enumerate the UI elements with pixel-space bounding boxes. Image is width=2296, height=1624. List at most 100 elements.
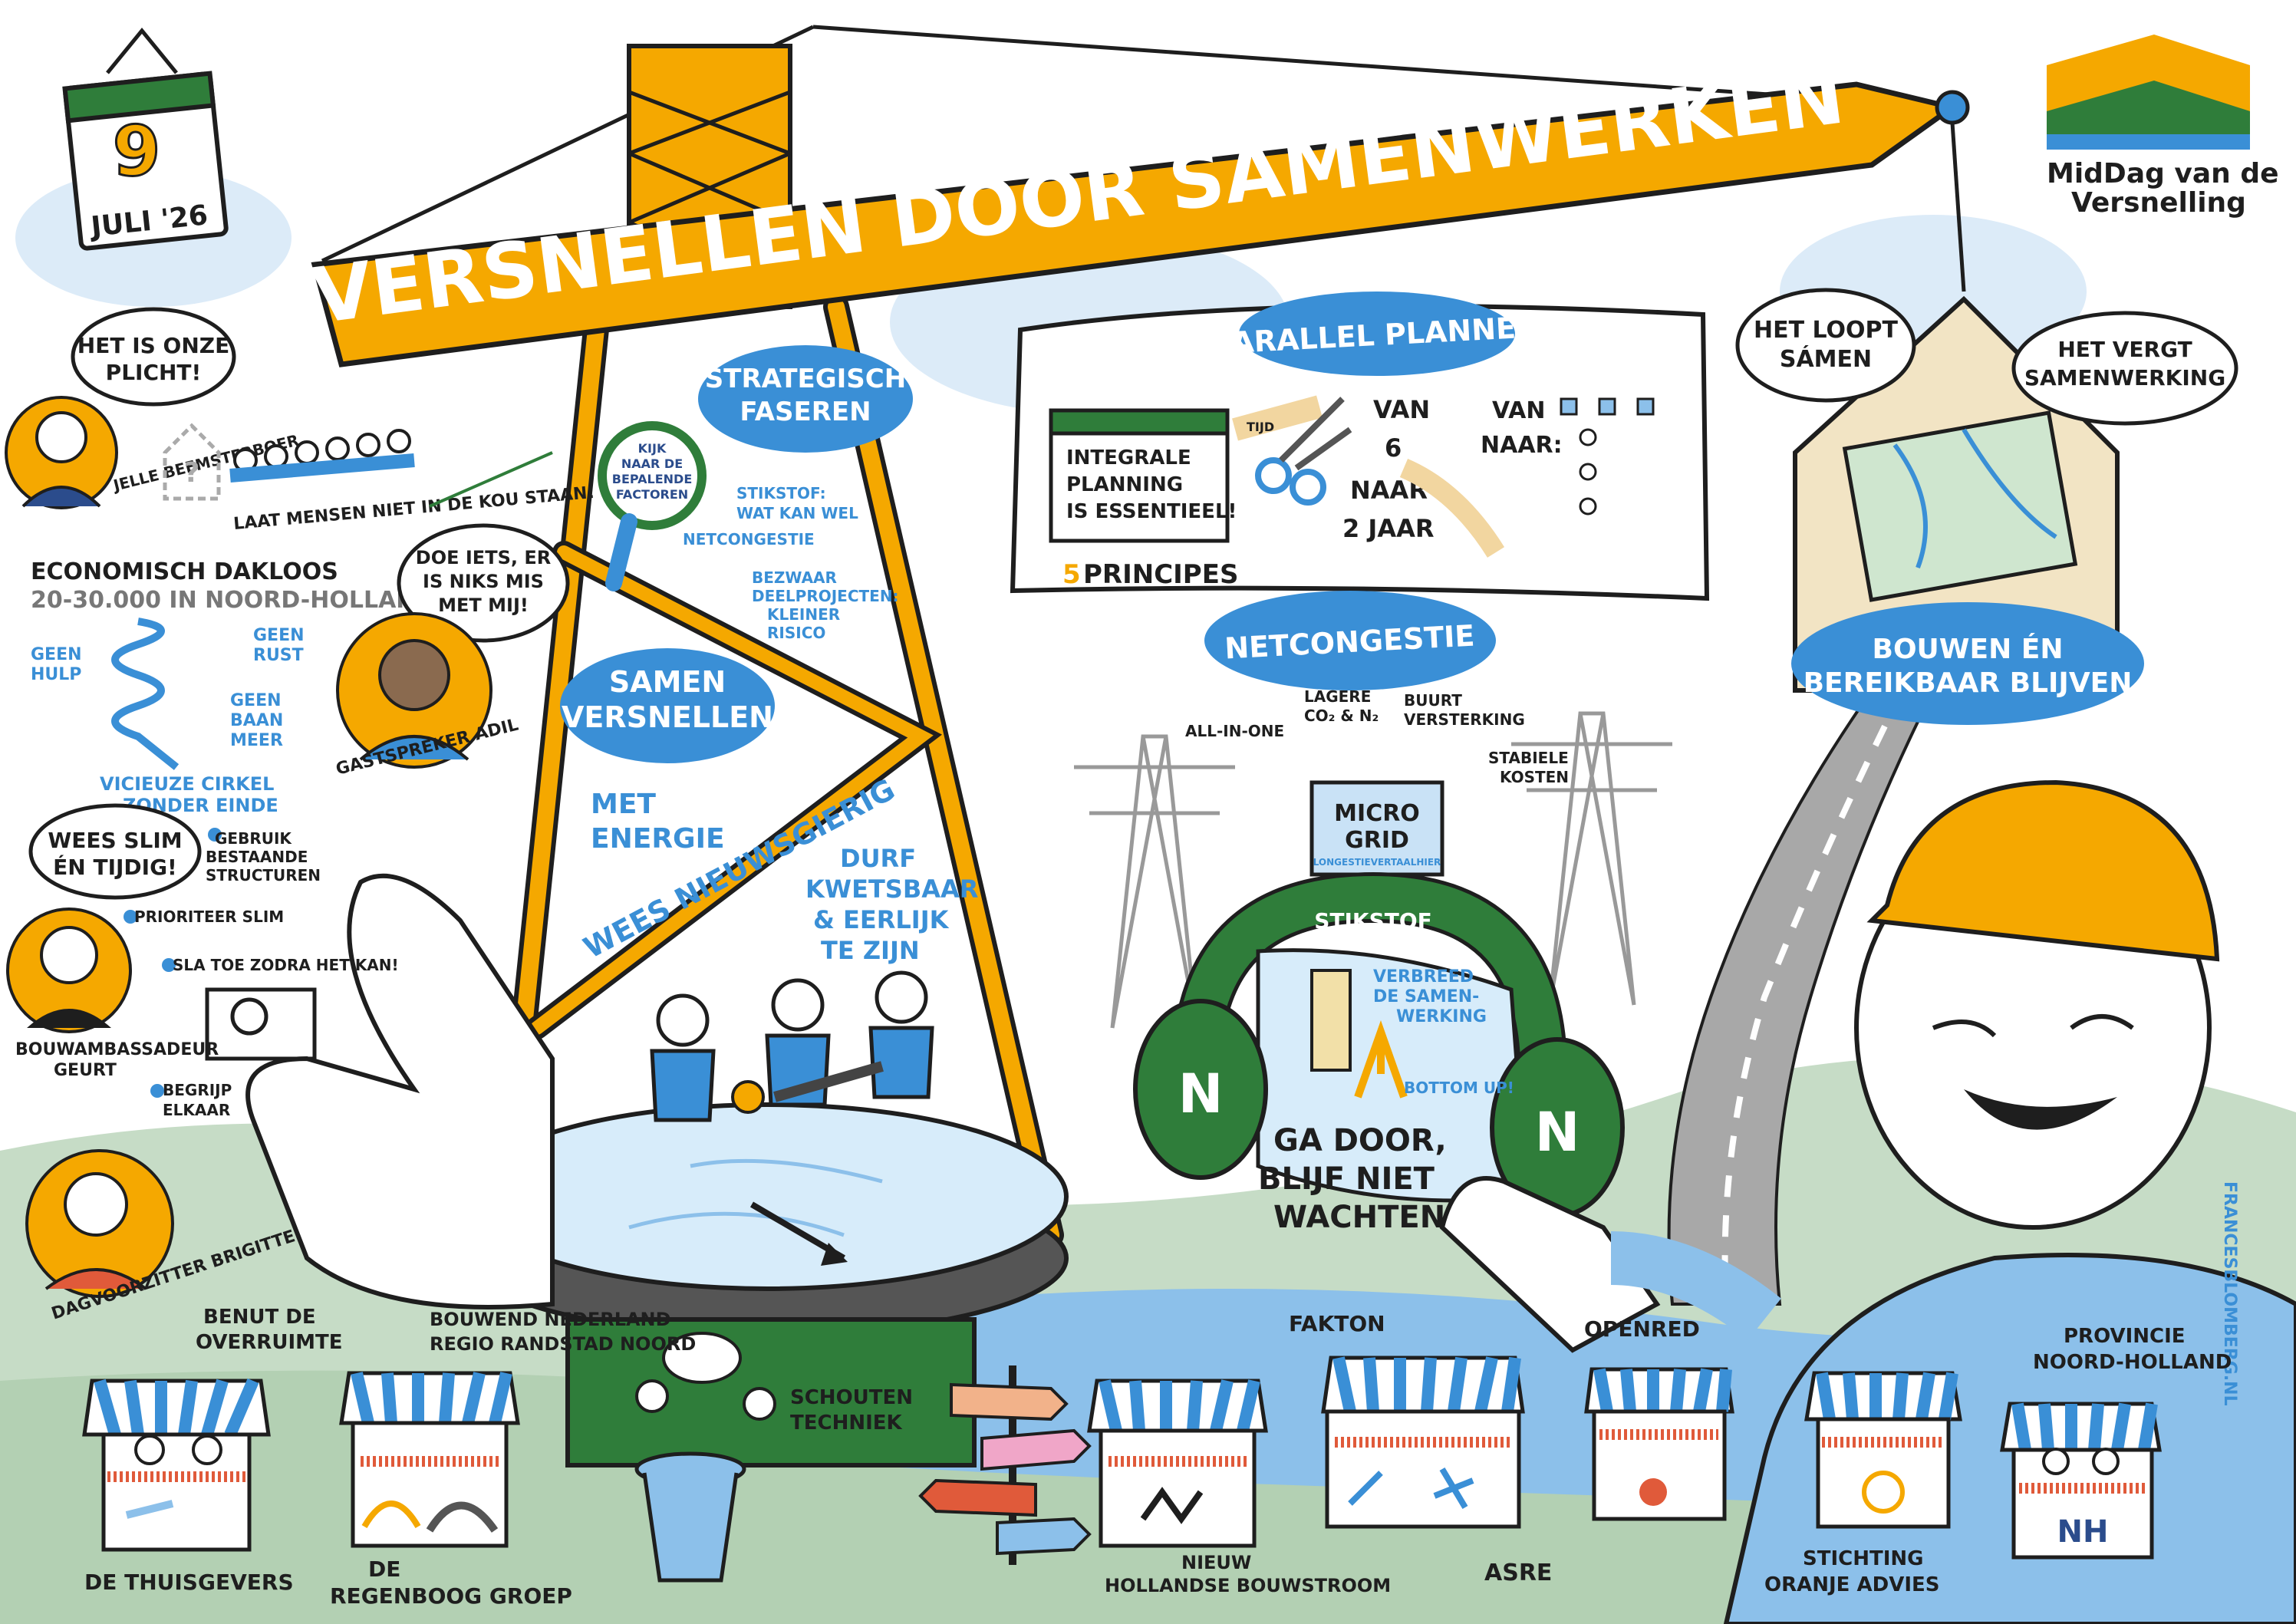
tijd-label: TIJD [1247, 420, 1274, 434]
market-stalls: NH [82, 1332, 2162, 1583]
spiral-icon [111, 618, 180, 770]
geurt-name-l1: BOUWAMBASSADEUR [15, 1040, 219, 1059]
oranje-l2: ORANJE ADVIES [1764, 1573, 1939, 1596]
date-calendar: 9 JULI '26 [62, 28, 229, 251]
speech-bubble [662, 1332, 742, 1384]
homeless-title: ECONOMISCH DAKLOOS [31, 558, 338, 585]
integrale-l3: IS ESSENTIEEL! [1066, 500, 1237, 523]
bezwaar-l2: DEELPROJECTEN: [752, 587, 899, 605]
integrale-l1: INTEGRALE [1066, 446, 1191, 469]
tip1-l1: GEBRUIK [215, 829, 292, 848]
question-icon: ? [184, 457, 200, 489]
logo: MidDag van de Versnelling [2047, 35, 2279, 219]
pylon-icon [1074, 711, 1672, 1029]
buurt-l1: BUURT [1404, 691, 1462, 710]
geen-hulp-l1: GEEN [31, 645, 82, 664]
bouwen-l1: BOUWEN ÉN [1873, 633, 2064, 665]
stikstof-l1: STIKSTOF: [736, 484, 826, 502]
parallel-plannen: PARALLEL PLANNEN INTEGRALE PLANNING IS E… [1010, 292, 1710, 601]
stall [82, 1378, 271, 1552]
bezwaar-l3: KLEINER [767, 605, 840, 624]
gadoor-l3: WACHTEN! [1273, 1200, 1459, 1235]
schouten-l2: TECHNIEK [790, 1412, 903, 1435]
parallel-icon [1579, 428, 1597, 516]
worker-hand [1439, 1176, 1661, 1353]
grid-label: GRID [1345, 827, 1409, 854]
strategisch-l2: FASEREN [740, 397, 871, 427]
helmet-icon [1866, 779, 2220, 962]
naar2-label: NAAR: [1481, 432, 1563, 459]
figure-head [771, 978, 825, 1032]
recycle-icon [1862, 1471, 1905, 1514]
tower-icon [1310, 969, 1352, 1072]
bouwend-l2: REGIO RANDSTAD NOORD [430, 1333, 696, 1355]
fakton: FAKTON [1289, 1311, 1385, 1336]
durf-l3: & EERLIJK [813, 905, 950, 934]
sequence-icon [1560, 397, 1655, 416]
loopt-l1: HET LOOPT [1754, 317, 1899, 344]
stabiele-l1: STABIELE [1488, 749, 1569, 767]
regenboog-l1: DE [368, 1556, 400, 1582]
geurt-quote-l2: ÉN TIJDIG! [53, 854, 177, 880]
geen-baan-l1: GEEN [230, 691, 282, 710]
stall-labels: BENUT DE OVERRUIMTE BOUWEND NEDERLAND RE… [84, 1306, 2232, 1609]
homeless-subtitle: 20-30.000 IN NOORD-HOLLAND [31, 587, 434, 614]
figure-head [875, 970, 928, 1024]
cold-people: ? LAAT MENSEN NIET IN DE KOU STAAN! [163, 423, 595, 534]
bottom-up: BOTTOM UP! [1404, 1079, 1514, 1097]
n-right: N [1535, 1101, 1580, 1164]
nieuw-l1: NIEUW [1181, 1552, 1251, 1573]
allinone-label: ALL-IN-ONE [1185, 722, 1284, 740]
durf-l1: DURF [840, 844, 916, 873]
tip1-l3: STRUCTUREN [206, 866, 321, 884]
geen-rust-l2: RUST [253, 646, 304, 665]
stikstof-band: STIKSTOF [1314, 908, 1432, 934]
stabiele-l2: KOSTEN [1500, 768, 1569, 786]
stall: NH [2000, 1402, 2162, 1560]
integrale-l2: PLANNING [1066, 473, 1183, 496]
geurt-quote-l1: WEES SLIM [48, 828, 182, 853]
lagere-l1: LAGERE [1304, 687, 1371, 706]
twee-jaar: 2 JAAR [1342, 514, 1434, 543]
strategisch-l1: STRATEGISCH [705, 364, 906, 394]
football-icon [230, 997, 268, 1036]
nh-logo: NH [2057, 1514, 2109, 1550]
logo-line2: Versnelling [2071, 187, 2246, 219]
schouten-l1: SCHOUTEN [790, 1386, 913, 1409]
met-l2: ENERGIE [591, 823, 725, 855]
speech-bubble [71, 307, 236, 407]
van-label: VAN [1373, 395, 1430, 424]
date-day: 9 [113, 111, 161, 192]
bouwen-l2: BEREIKBAAR BLIJVEN [1804, 667, 2133, 699]
stall [339, 1371, 520, 1548]
n-left: N [1178, 1062, 1224, 1125]
key-icon [125, 1500, 174, 1519]
durf-l4: TE ZIJN [821, 936, 920, 965]
gadoor-l2: BLIJF NIET [1258, 1161, 1435, 1197]
met-l1: MET [591, 789, 656, 820]
arrow-icon [773, 1061, 884, 1102]
signpost-icon [918, 1365, 1092, 1565]
geurt-name-l2: GEURT [54, 1061, 117, 1080]
lagere-l2: CO₂ & N₂ [1304, 707, 1379, 725]
stall [1321, 1356, 1525, 1529]
kijk-l2: NAAR DE [621, 456, 683, 471]
openred-logo-icon [1639, 1478, 1667, 1506]
cold-caption: LAAT MENSEN NIET IN DE KOU STAAN! [232, 483, 595, 534]
jelle-quote-l2: PLICHT! [106, 360, 202, 385]
stikstof-headphones: STIKSTOF N N VERBREED DE SAMEN- WERKING … [1133, 871, 1625, 1235]
benut-l2: OVERRUIMTE [196, 1331, 342, 1354]
samen-l2: VERSNELLEN [562, 700, 773, 734]
netcongestie-section: NETCONGESTIE MICRO GRID LONGESTIEVERTAAL… [1074, 591, 1672, 1029]
vergt-l2: SAMENWERKING [2024, 365, 2225, 390]
asre: ASRE [1484, 1560, 1552, 1586]
kijk-l3: BEPALENDE [612, 472, 693, 486]
openred: OPENRED [1584, 1316, 1700, 1342]
speaker-adil: DOE IETS, ER IS NIKS MIS MET MIJ! GASTSP… [334, 523, 570, 779]
road-section: HET LOOPT SÁMEN HET VERGT SAMENWERKING B… [1667, 288, 2238, 1306]
verbreed-l1: VERBREED [1373, 967, 1474, 987]
magnifier-icon [598, 421, 707, 530]
bezwaar-l1: BEZWAAR [752, 568, 837, 587]
geen-baan-l2: BAAN [230, 711, 283, 730]
